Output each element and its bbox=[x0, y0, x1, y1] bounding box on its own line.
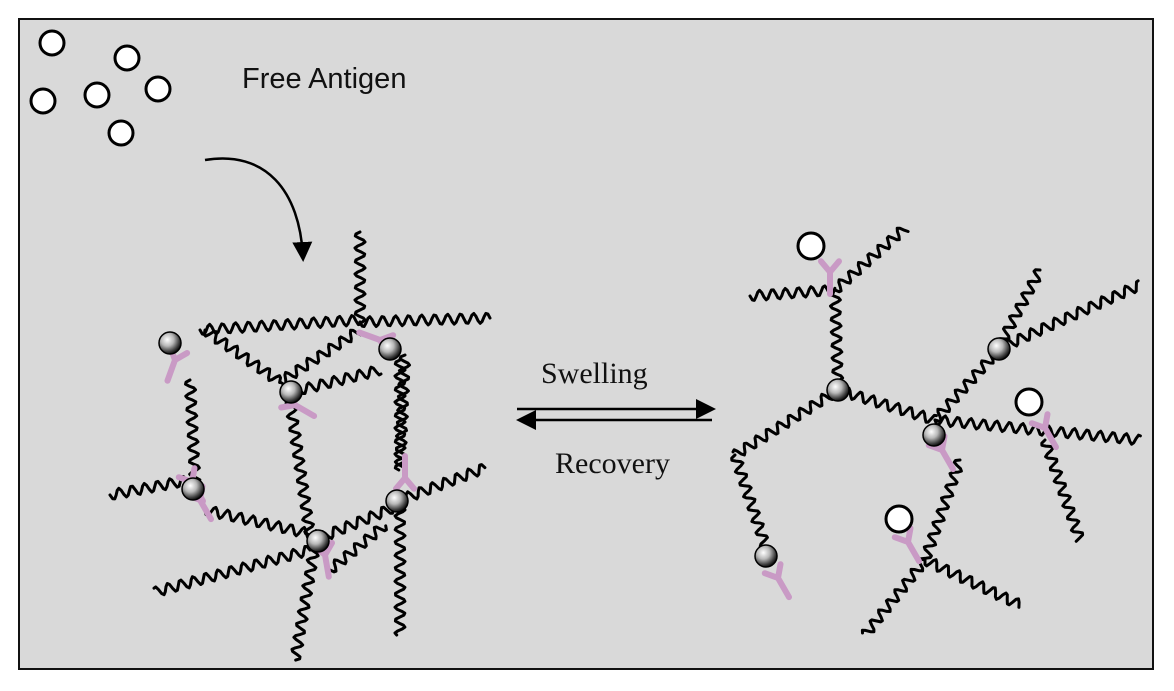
polymer-chain bbox=[748, 284, 837, 302]
polymer-chain bbox=[393, 358, 407, 472]
polymer-chain bbox=[203, 505, 318, 540]
free-antigen bbox=[83, 81, 111, 109]
free-antigen bbox=[38, 29, 66, 57]
polymer-chain bbox=[860, 557, 927, 635]
polymer-chain bbox=[108, 475, 193, 501]
polymer-chain bbox=[202, 328, 282, 384]
polymer-chain bbox=[996, 268, 1042, 348]
bound-free-antigen bbox=[884, 504, 914, 534]
right-hydrogel-network bbox=[730, 226, 1142, 635]
antibody bbox=[761, 561, 792, 601]
bound-antigen-bead bbox=[378, 337, 402, 361]
polymer-chain bbox=[923, 558, 1021, 609]
polymer-chain bbox=[284, 398, 315, 537]
recovery-label: Recovery bbox=[555, 447, 670, 480]
polymer-chain bbox=[933, 347, 1004, 423]
bound-free-antigen bbox=[796, 231, 826, 261]
polymer-chain bbox=[833, 226, 910, 294]
swelling-label: Swelling bbox=[541, 357, 648, 390]
equilibrium-arrows bbox=[516, 399, 716, 430]
polymer-chain bbox=[998, 279, 1140, 353]
polymer-chain bbox=[730, 453, 774, 562]
bound-antigen-bead bbox=[279, 380, 303, 404]
diagram-panel bbox=[18, 18, 1154, 670]
free-antigen bbox=[29, 87, 57, 115]
free-antigen-label: Free Antigen bbox=[242, 63, 406, 95]
polymer-chain bbox=[836, 386, 938, 424]
polymer-chain bbox=[290, 543, 320, 662]
polymer-chain bbox=[731, 386, 840, 457]
polymer-chain bbox=[358, 311, 492, 328]
polymer-chain bbox=[298, 365, 383, 395]
left-hydrogel-network bbox=[108, 230, 492, 662]
polymer-chain bbox=[184, 378, 202, 482]
polymer-chain bbox=[398, 463, 487, 505]
bound-antigen-bead bbox=[987, 337, 1011, 361]
free-antigen bbox=[144, 75, 172, 103]
polymer-chain bbox=[313, 500, 403, 545]
polymer-chain bbox=[828, 288, 845, 392]
bound-antigen-bead bbox=[181, 477, 205, 501]
free-antigen bbox=[113, 44, 141, 72]
bound-antigen-bead bbox=[826, 378, 850, 402]
polymer-chain bbox=[353, 230, 367, 324]
bound-antigen-bead bbox=[754, 544, 778, 568]
polymer-chain bbox=[933, 414, 1142, 446]
polymer-chain bbox=[198, 314, 362, 336]
polymer-chain bbox=[328, 524, 388, 574]
antibody bbox=[818, 258, 842, 297]
polymer-chain bbox=[393, 498, 407, 637]
antibody bbox=[393, 453, 417, 492]
polymer-chain bbox=[278, 328, 364, 386]
bound-antigen-bead bbox=[306, 529, 330, 553]
bound-antigen-bead bbox=[158, 331, 182, 355]
polymer-chain bbox=[152, 545, 312, 597]
antibody bbox=[891, 525, 922, 565]
polymer-chain bbox=[919, 458, 963, 561]
polymer-chain bbox=[1040, 438, 1085, 543]
bound-antigen-bead bbox=[922, 423, 946, 447]
bound-antigen-bead bbox=[385, 489, 409, 513]
curved-arrow bbox=[204, 157, 313, 262]
free-antigen bbox=[107, 119, 135, 147]
antibody bbox=[1028, 411, 1059, 451]
free-antigens bbox=[29, 29, 172, 147]
bound-free-antigen bbox=[1014, 387, 1044, 417]
